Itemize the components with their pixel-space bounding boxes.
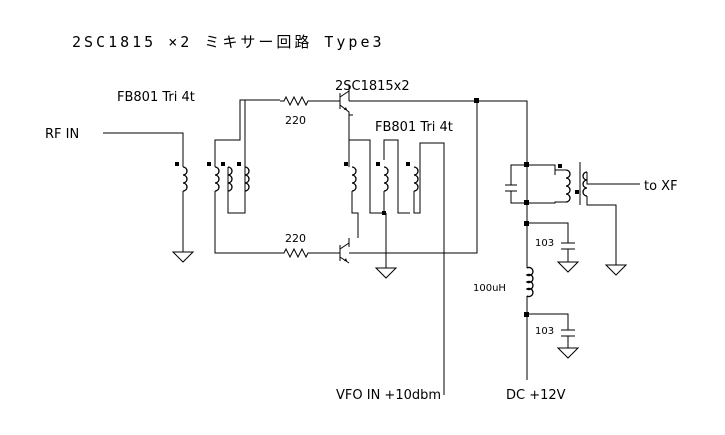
resistor-top-value: 220 <box>285 114 306 127</box>
output-tank <box>505 162 640 276</box>
input-transformer <box>103 99 280 263</box>
cap-top-value: 103 <box>535 238 554 249</box>
dc-feed <box>524 205 580 380</box>
diagram-title: 2SC1815 ×2 ミキサー回路 Type3 <box>72 33 385 51</box>
junction-dot <box>474 98 479 103</box>
dc-supply-label: DC +12V <box>506 388 566 403</box>
resistor-top <box>280 95 335 107</box>
transistor-q2 <box>335 238 350 264</box>
fb801-left-label: FB801 Tri 4t <box>117 90 195 105</box>
vfo-in-label: VFO IN +10dbm <box>336 388 441 403</box>
fb801-right-label: FB801 Tri 4t <box>375 120 453 135</box>
rf-in-label: RF IN <box>45 127 79 142</box>
inductor-value: 100uH <box>473 283 506 294</box>
collector-bus <box>349 100 528 165</box>
transistor-label: 2SC1815x2 <box>335 79 410 94</box>
transistor-q1 <box>335 85 353 116</box>
resistor-bottom-value: 220 <box>285 232 306 245</box>
cap-bottom-value: 103 <box>535 326 554 337</box>
to-xf-label: to XF <box>644 179 678 194</box>
vfo-transformer <box>344 115 445 395</box>
resistor-bottom <box>280 247 335 259</box>
